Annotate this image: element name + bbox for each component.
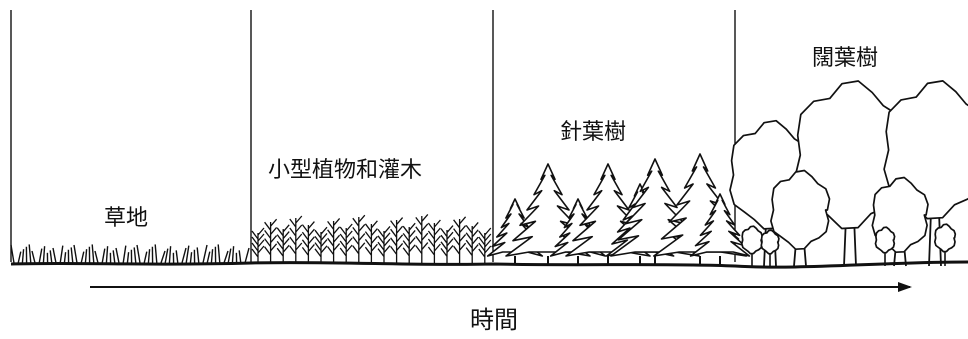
grass-blade xyxy=(22,249,23,263)
shrub xyxy=(378,226,390,263)
grass-blade xyxy=(224,251,228,263)
grass-blade xyxy=(39,249,42,263)
grass-blade xyxy=(106,246,107,263)
grass-blade xyxy=(18,252,21,263)
shrub xyxy=(454,217,466,263)
shrub xyxy=(403,223,415,263)
shrub xyxy=(353,215,365,263)
grass-blade xyxy=(176,250,178,263)
shrub xyxy=(428,220,440,263)
shrub xyxy=(340,224,352,263)
grass-blade xyxy=(43,246,44,263)
grass-blade xyxy=(74,245,77,263)
grass-blade xyxy=(161,251,165,263)
grass-blade xyxy=(148,249,149,263)
grass-blade xyxy=(239,250,241,263)
grass-blade xyxy=(197,247,199,263)
time-axis-label: 時間 xyxy=(470,300,518,335)
shrub xyxy=(328,218,340,263)
grass-blade xyxy=(53,248,56,263)
stage-label-broadleaf: 闊葉樹 xyxy=(812,40,878,72)
grass-blade xyxy=(203,245,207,263)
shrub xyxy=(265,219,277,263)
grass-blade xyxy=(169,246,170,263)
grass-blade xyxy=(60,246,63,263)
shrub-vegetation xyxy=(252,214,491,263)
grass-blade xyxy=(127,252,128,263)
grass-blade xyxy=(102,249,105,263)
grass-blade xyxy=(232,246,233,263)
grass-blade xyxy=(134,247,136,263)
conifer-vegetation xyxy=(488,154,750,264)
stage-label-shrubs: 小型植物和灌木 xyxy=(268,152,422,184)
ground-line xyxy=(11,262,968,267)
grass-blade xyxy=(32,251,35,263)
grass-blade xyxy=(29,244,31,263)
broadleaf-crown xyxy=(742,226,763,254)
grass-blade xyxy=(218,244,220,263)
shrub xyxy=(479,228,491,263)
shrub xyxy=(391,218,403,263)
broadleaf-crown xyxy=(935,224,956,252)
shrub xyxy=(365,221,377,263)
grass-blade xyxy=(228,249,231,263)
grass-blade xyxy=(71,247,73,263)
grass-blade xyxy=(81,252,84,263)
grass-blade xyxy=(245,248,249,263)
grass-blade xyxy=(155,244,157,263)
grass-blade xyxy=(64,252,65,263)
grass-blade xyxy=(165,249,168,263)
grass-blade xyxy=(207,252,210,263)
shrub xyxy=(252,228,264,263)
shrub xyxy=(441,226,453,263)
grass-blade xyxy=(123,246,126,263)
grass-blade xyxy=(116,248,119,263)
broadleaf-vegetation xyxy=(730,81,968,266)
shrub xyxy=(290,216,302,263)
grass-vegetation xyxy=(11,244,249,263)
shrub xyxy=(466,222,478,263)
grass-blade xyxy=(113,250,115,263)
grass-blade xyxy=(85,249,86,263)
grass-blade xyxy=(95,251,98,263)
stage-label-conifers: 針葉樹 xyxy=(560,114,626,146)
grass-blade xyxy=(50,250,52,263)
grass-blade xyxy=(211,249,212,263)
shrub xyxy=(277,225,289,263)
grass-blade xyxy=(190,252,191,263)
grass-blade xyxy=(137,245,140,263)
broadleaf-crown xyxy=(761,230,779,254)
grass-blade xyxy=(182,248,186,263)
grass-blade xyxy=(144,252,147,263)
shrub xyxy=(315,227,327,263)
grass-blade xyxy=(92,244,94,263)
shrub xyxy=(302,222,314,263)
shrub xyxy=(416,214,428,263)
stage-label-grassland: 草地 xyxy=(104,200,148,232)
